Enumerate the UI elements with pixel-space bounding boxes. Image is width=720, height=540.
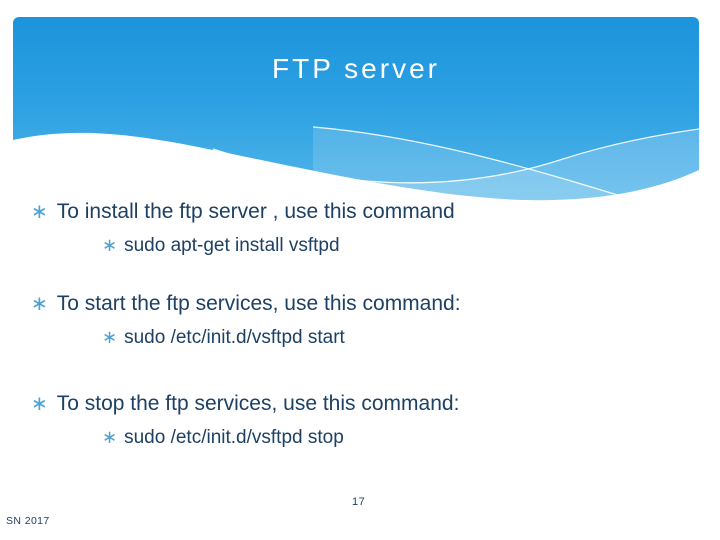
command-text: sudo /etc/init.d/vsftpd stop <box>124 427 344 448</box>
command-text: sudo apt-get install vsftpd <box>124 235 340 256</box>
asterisk-bullet-icon: ∗ <box>102 327 118 347</box>
asterisk-bullet-icon: ∗ <box>102 427 118 447</box>
page-number: 17 <box>352 496 366 508</box>
sub-bullet-item: ∗ sudo /etc/init.d/vsftpd start <box>0 322 700 353</box>
bullet-text: To stop the ftp services, use this comma… <box>56 392 460 415</box>
slide-header: FTP server <box>13 17 699 213</box>
sub-bullet-item: ∗ sudo apt-get install vsftpd <box>0 230 700 261</box>
slide-title: FTP server <box>272 53 440 84</box>
bullet-item: ∗ To install the ftp server , use this c… <box>0 196 700 228</box>
bullet-group-start: ∗ To start the ftp services, use this co… <box>0 288 700 353</box>
asterisk-bullet-icon: ∗ <box>31 201 48 223</box>
footer-text: SN 2017 <box>6 515 50 527</box>
asterisk-bullet-icon: ∗ <box>102 235 118 255</box>
asterisk-bullet-icon: ∗ <box>31 393 48 415</box>
header-wave-graphic <box>13 17 699 213</box>
sub-bullet-item: ∗ sudo /etc/init.d/vsftpd stop <box>0 422 700 453</box>
bullet-item: ∗ To stop the ftp services, use this com… <box>0 388 700 420</box>
bullet-group-stop: ∗ To stop the ftp services, use this com… <box>0 388 700 453</box>
bullet-item: ∗ To start the ftp services, use this co… <box>0 288 700 320</box>
bullet-text: To start the ftp services, use this comm… <box>56 292 461 315</box>
command-text: sudo /etc/init.d/vsftpd start <box>124 327 345 348</box>
asterisk-bullet-icon: ∗ <box>31 293 48 315</box>
bullet-group-install: ∗ To install the ftp server , use this c… <box>0 196 700 261</box>
bullet-text: To install the ftp server , use this com… <box>56 200 455 223</box>
